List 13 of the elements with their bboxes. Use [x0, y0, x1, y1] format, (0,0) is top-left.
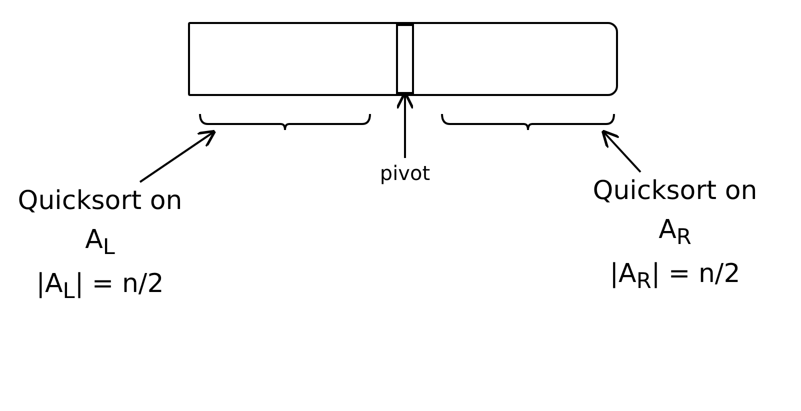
pivot-cell	[396, 24, 414, 94]
label-text: Quicksort on	[16, 185, 184, 218]
size-formula: |A$_{L}$| = n/2	[35, 268, 165, 306]
bracket	[440, 112, 616, 132]
bracket	[198, 112, 372, 132]
array-bar	[188, 22, 618, 96]
subscript-label: A$_{R}$	[658, 214, 692, 252]
label-text: Quicksort on	[592, 175, 758, 208]
arrow	[601, 130, 642, 173]
size-formula: |A$_{R}$| = n/2	[608, 258, 742, 296]
subscript-label: A$_{L}$	[84, 224, 116, 262]
pivot-label: pivot	[378, 160, 432, 187]
arrow	[139, 130, 216, 183]
